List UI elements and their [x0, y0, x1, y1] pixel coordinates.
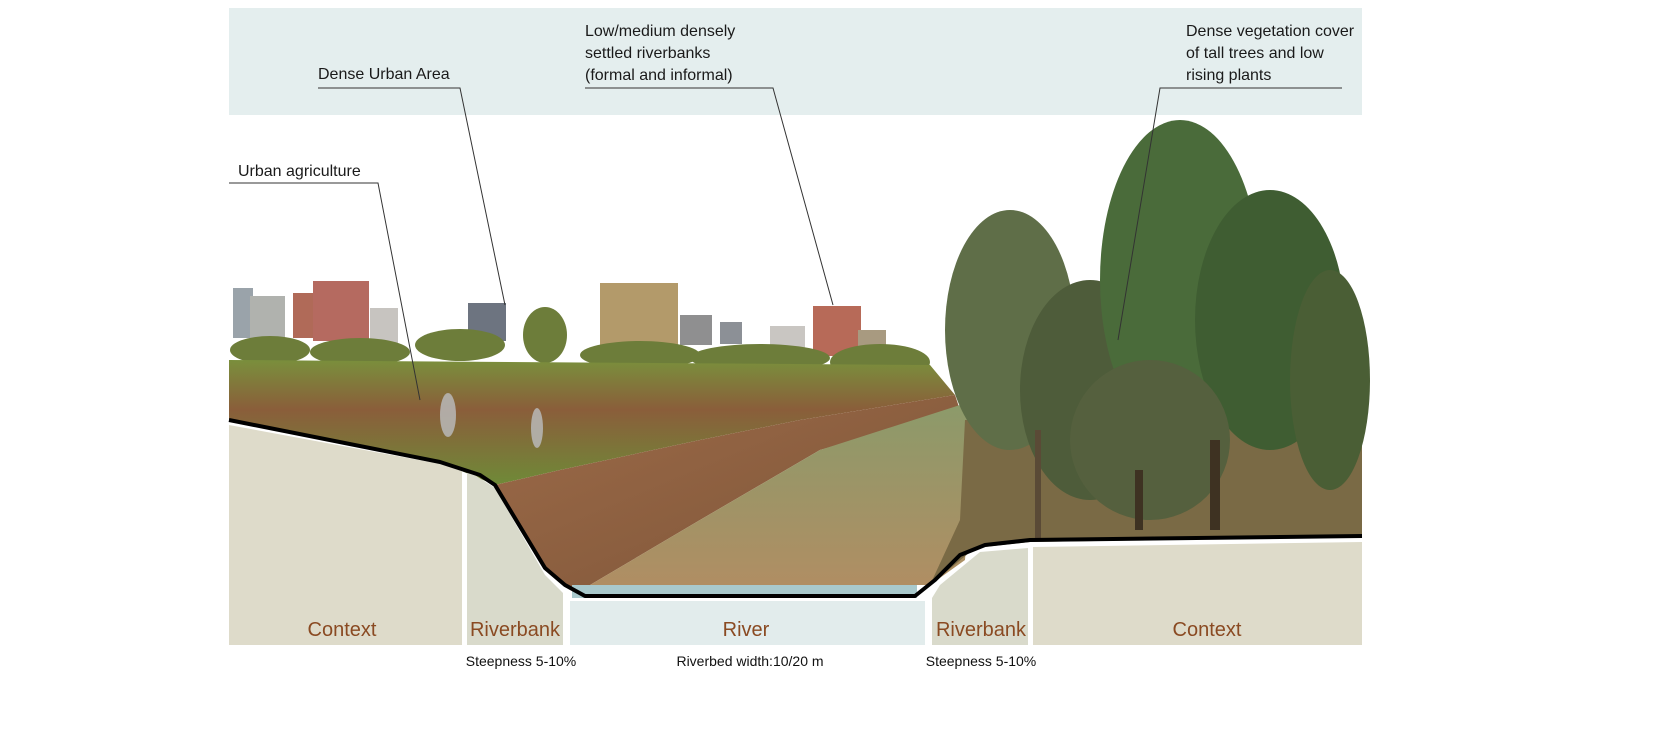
riverbed-width: Riverbed width:10/20 m: [676, 653, 823, 669]
zone-context-left: [229, 425, 462, 645]
landscape-illustration: [229, 120, 1370, 598]
callout-vegetation-line-3: rising plants: [1186, 67, 1271, 84]
farm-fields: [229, 360, 955, 485]
callout-settled-line-3: (formal and informal): [585, 67, 733, 84]
callout-dense-urban: Dense Urban Area: [318, 66, 506, 306]
zone-label-riverbank-right: Riverbank: [936, 619, 1027, 641]
callout-vegetation-line-1: Dense vegetation cover: [1186, 23, 1355, 40]
callout-vegetation-line-2: of tall trees and low: [1186, 45, 1324, 62]
city-buildings: [233, 281, 886, 356]
zone-label-context-right: Context: [1173, 619, 1242, 641]
zone-label-river: River: [723, 619, 770, 641]
steepness-left: Steepness 5-10%: [466, 653, 577, 669]
river-water: [590, 405, 975, 585]
callout-dense-urban-text: Dense Urban Area: [318, 66, 450, 83]
ground-profile-line: [228, 418, 1363, 598]
callout-urban-agriculture-text: Urban agriculture: [238, 163, 361, 180]
zone-label-context-left: Context: [308, 619, 377, 641]
zone-context-right: [1033, 542, 1362, 645]
callout-urban-agriculture: Urban agriculture: [229, 163, 421, 401]
callout-settled-line-2: settled riverbanks: [585, 45, 710, 62]
callout-settled-line-1: Low/medium densely: [585, 23, 735, 40]
zone-river: [570, 601, 925, 645]
riverbank-slope: [495, 395, 960, 590]
callout-settled-riverbanks: Low/medium densely settled riverbanks (f…: [585, 23, 834, 306]
farmer-figures: [440, 393, 543, 448]
header-band: [229, 8, 1362, 115]
zone-label-riverbank-left: Riverbank: [470, 619, 561, 641]
steepness-right: Steepness 5-10%: [926, 653, 1037, 669]
zone-riverbank-right: [932, 548, 1028, 645]
callout-vegetation: Dense vegetation cover of tall trees and…: [1117, 23, 1355, 341]
zone-riverbank-left: [467, 470, 563, 645]
dense-trees: [945, 120, 1370, 540]
